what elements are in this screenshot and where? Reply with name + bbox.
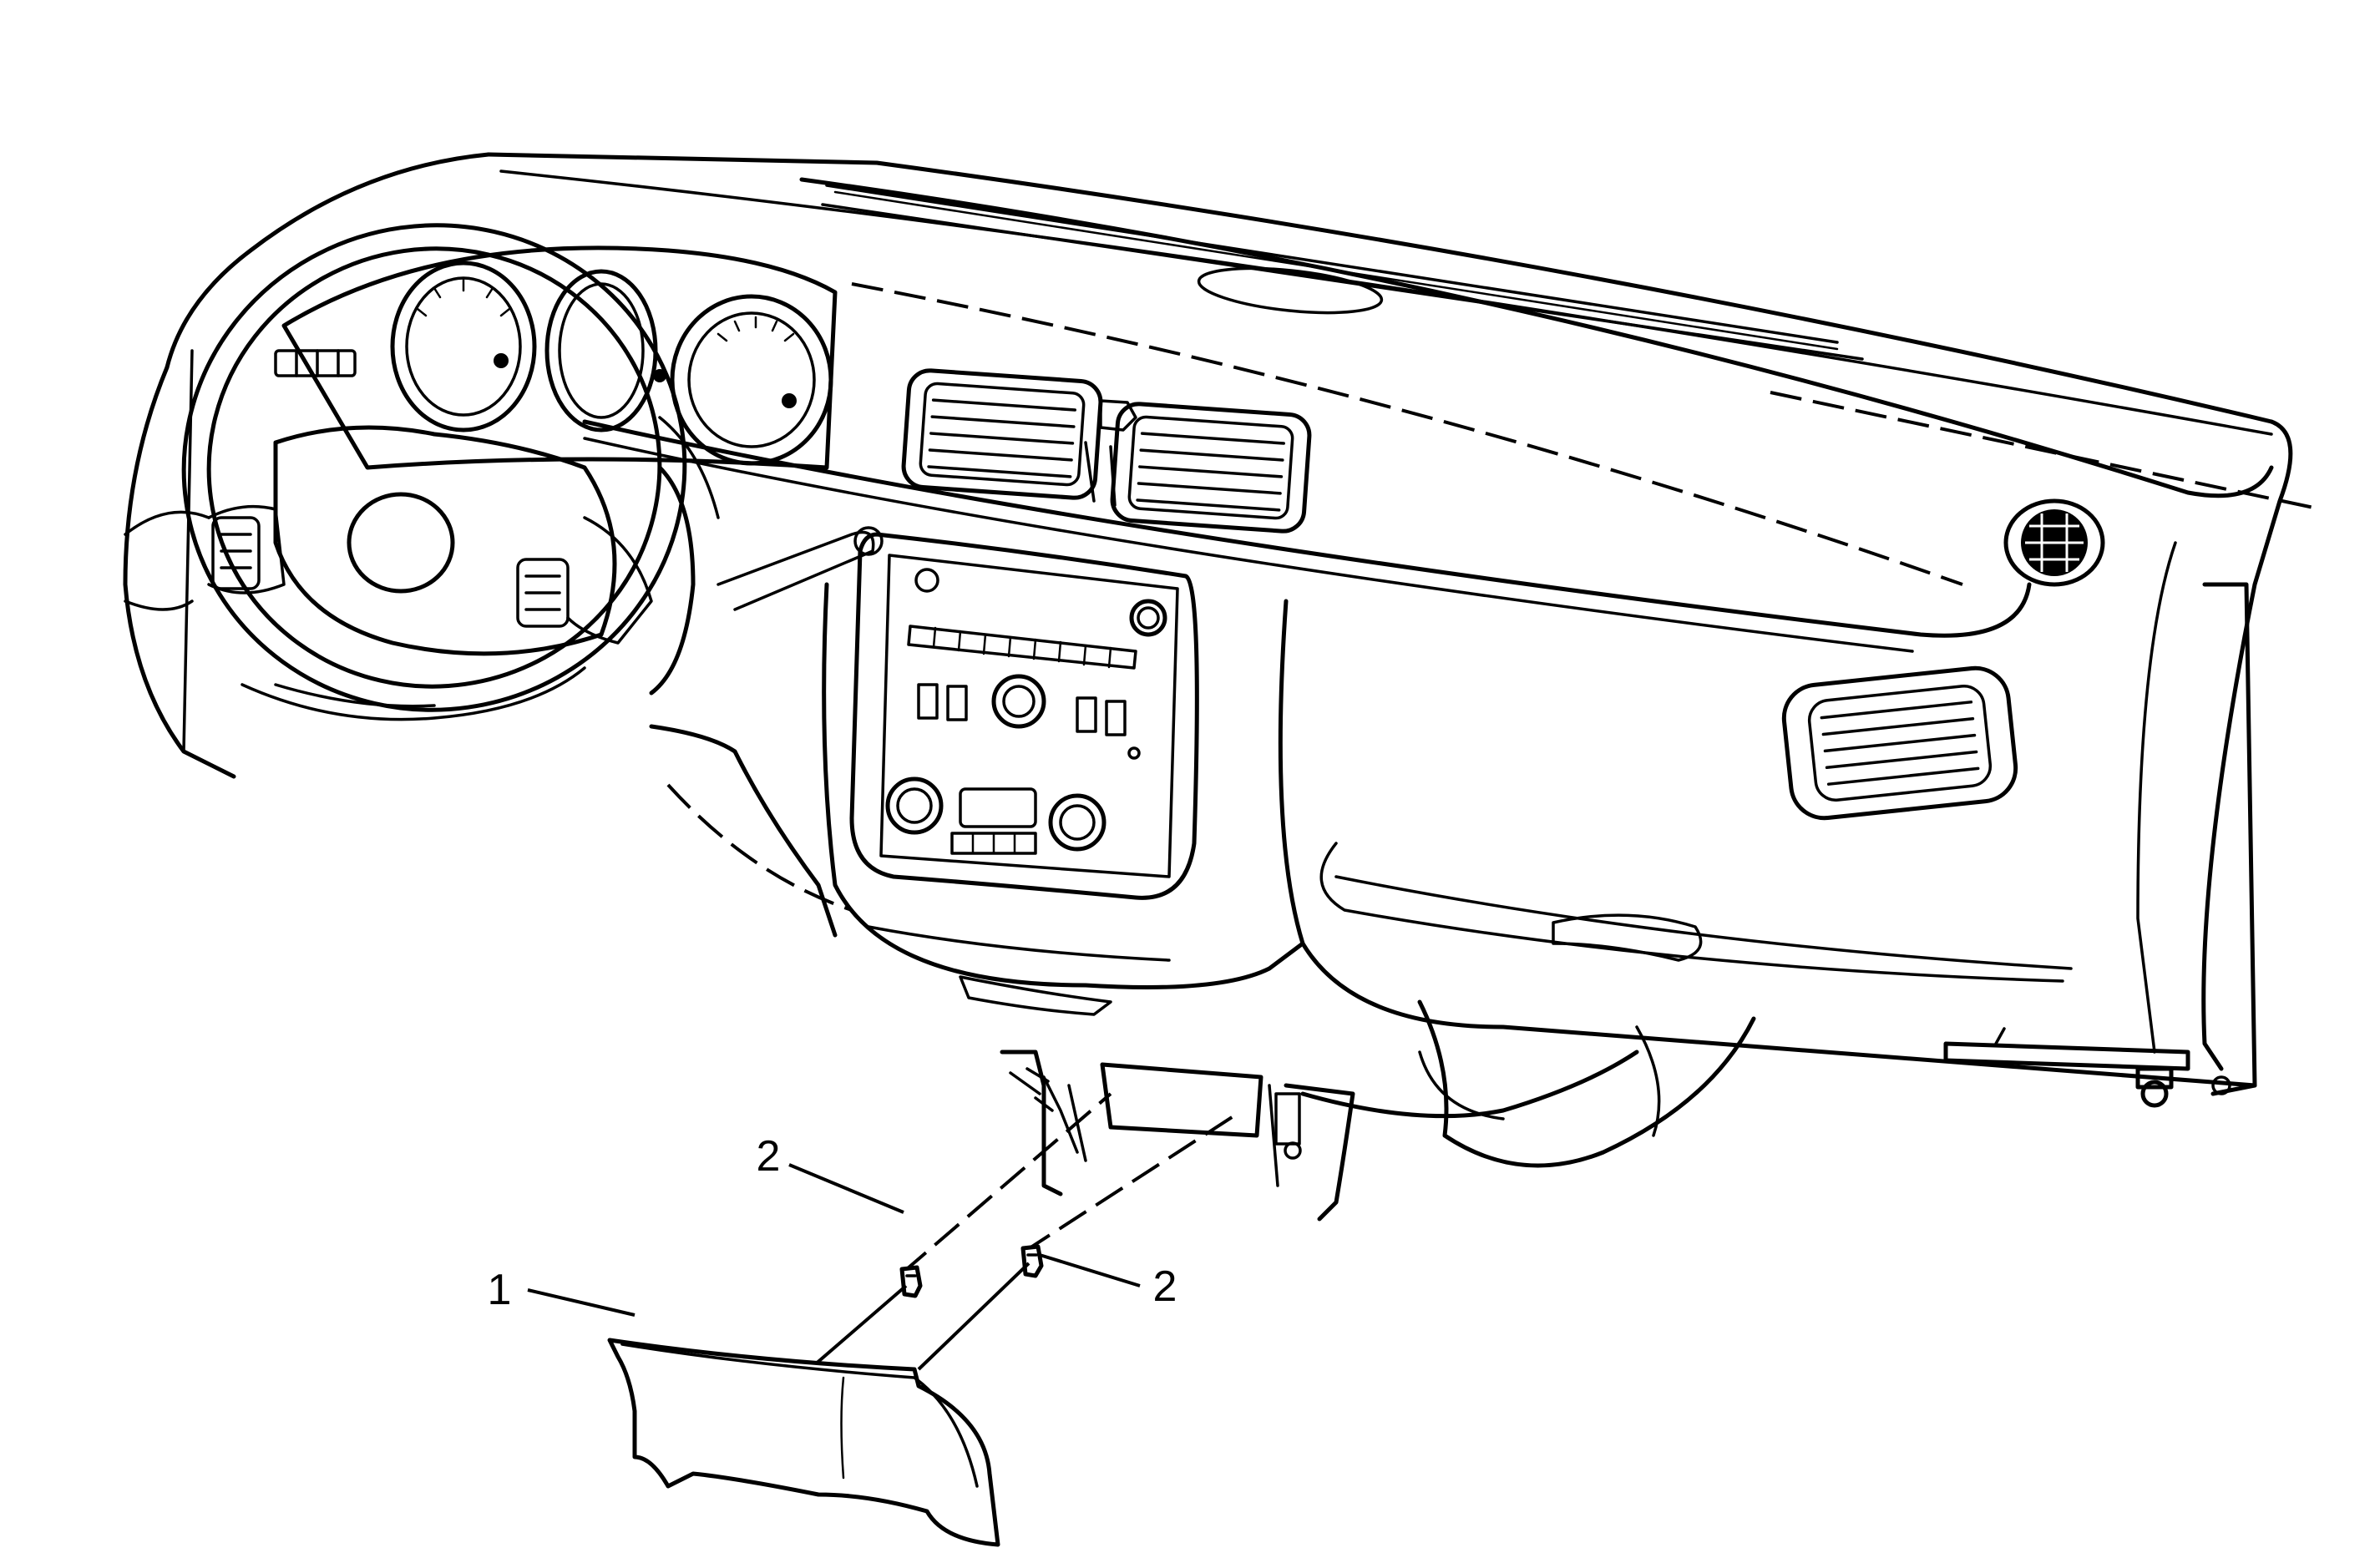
steering-wheel	[124, 223, 884, 721]
installation-lines	[900, 1092, 1238, 1275]
retainer-clip-left	[899, 1265, 923, 1298]
retainer-clip-right	[1020, 1244, 1044, 1278]
center-air-vents	[901, 368, 1312, 534]
fuel-gauge	[670, 294, 833, 466]
callout-label-1: 1	[488, 1266, 512, 1314]
instrument-panel-assembly	[123, 152, 2322, 1222]
radio-hvac-control	[849, 532, 1199, 900]
callout-leaders	[527, 1163, 1141, 1317]
speedometer-gauge	[390, 261, 537, 432]
alignment-line-left	[900, 1092, 1112, 1275]
tachometer-gauge	[544, 269, 658, 432]
callout-label-2-left: 2	[757, 1132, 781, 1181]
horn-pad-emblem	[347, 492, 455, 594]
callout-label-2-right: 2	[1153, 1262, 1177, 1311]
closeout-trim-panel	[607, 1262, 1030, 1547]
instrument-cluster	[274, 245, 838, 470]
alignment-line-right	[1021, 1113, 1238, 1254]
